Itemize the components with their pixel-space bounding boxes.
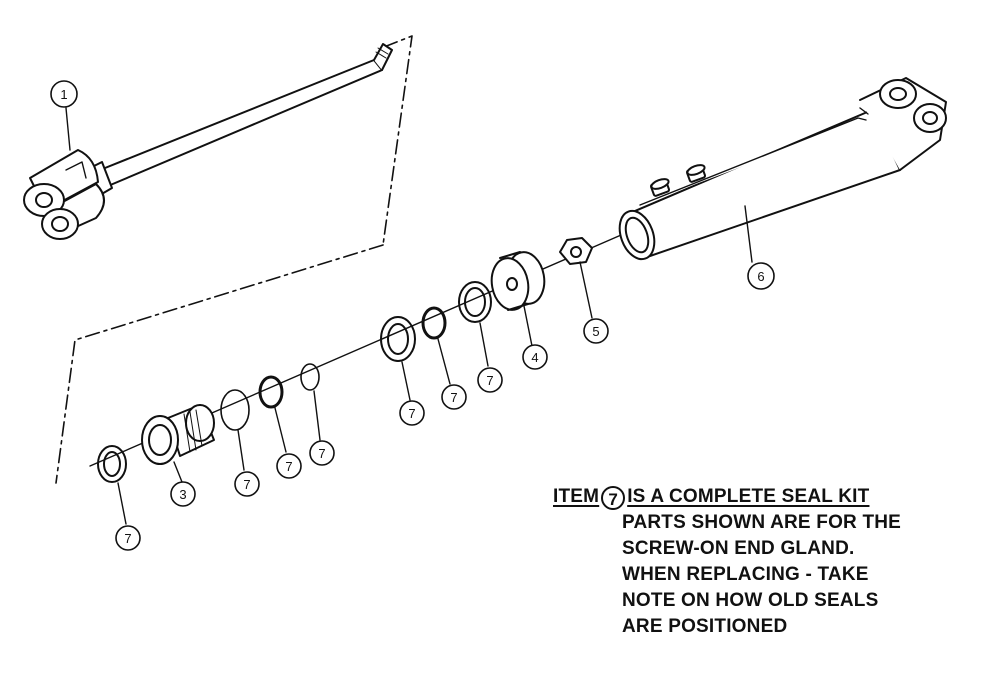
callout-3: 3: [170, 481, 196, 507]
note-line: SCREW-ON END GLAND.: [622, 538, 855, 559]
svg-text:7: 7: [243, 477, 250, 492]
callout-4: 4: [522, 344, 548, 370]
svg-text:5: 5: [592, 324, 599, 339]
svg-text:4: 4: [531, 350, 538, 365]
callout-6: 6: [747, 262, 775, 290]
svg-text:6: 6: [757, 269, 764, 284]
note-item-prefix: ITEM: [553, 486, 600, 507]
note-line: ARE POSITIONED: [622, 616, 788, 637]
note-line: PARTS SHOWN ARE FOR THE: [622, 512, 902, 533]
callout-7-seal-2: 7: [234, 471, 260, 497]
svg-text:7: 7: [285, 459, 292, 474]
callout-7-seal-4: 7: [309, 440, 335, 466]
note-line: NOTE ON HOW OLD SEALS: [622, 590, 879, 611]
callout-7-seal-5: 7: [399, 400, 425, 426]
callout-7-seal-3: 7: [276, 453, 302, 479]
svg-text:1: 1: [60, 87, 67, 102]
svg-text:3: 3: [179, 487, 186, 502]
callout-5: 5: [583, 318, 609, 344]
note-line: WHEN REPLACING - TAKE: [622, 564, 869, 585]
svg-text:7: 7: [486, 373, 493, 388]
callout-7-seal-6: 7: [441, 384, 467, 410]
svg-text:7: 7: [450, 390, 457, 405]
svg-text:7: 7: [318, 446, 325, 461]
callout-1: 1: [50, 80, 78, 108]
callout-7-seal-1: 7: [115, 525, 141, 551]
note-item-number-badge: 7: [601, 486, 626, 510]
piston-rod-part: [23, 43, 393, 240]
nut-part: [559, 237, 593, 319]
gland-part: [141, 404, 215, 483]
svg-text:7: 7: [124, 531, 131, 546]
seal-kit-instructions: PARTS SHOWN ARE FOR THE SCREW-ON END GLA…: [622, 510, 901, 640]
piston-part: [490, 251, 546, 347]
cylinder-barrel-part: [618, 77, 947, 263]
seal-kit-parts: [65, 107, 492, 525]
callout-7-seal-7: 7: [477, 367, 503, 393]
svg-text:7: 7: [408, 406, 415, 421]
note-item-suffix: IS A COMPLETE SEAL KIT: [627, 486, 870, 507]
alignment-frame: [55, 35, 413, 484]
